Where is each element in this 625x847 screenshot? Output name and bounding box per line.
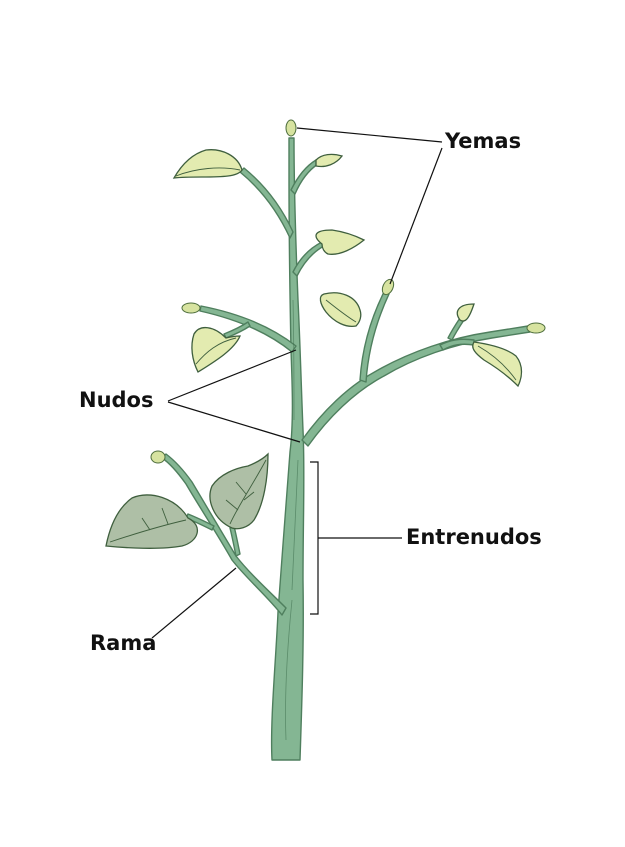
- leaf-right-upper: [319, 292, 362, 328]
- lower-leaf-group: [105, 452, 269, 549]
- left-bud-branch: [199, 305, 297, 353]
- stem-shading: [285, 299, 299, 741]
- internode-bracket: [310, 461, 319, 615]
- leaf-right-large: [472, 341, 523, 388]
- leaf-right-small: [456, 303, 475, 322]
- stem-group: [161, 137, 531, 761]
- rama-leader: [151, 567, 237, 639]
- yemas-leader-top: [296, 127, 443, 143]
- leader-lines: [151, 127, 443, 639]
- leaf-top-right: [315, 153, 344, 168]
- label-yemas: Yemas: [445, 129, 522, 153]
- leaf-mid-right: [315, 229, 366, 255]
- left-leaf-twig: [223, 321, 251, 339]
- label-entrenudos: Entrenudos: [406, 525, 542, 549]
- right-end-bud: [526, 322, 546, 334]
- nudos-leader-upper: [167, 349, 297, 402]
- yemas-leader-right: [389, 147, 443, 285]
- left-bud: [181, 302, 201, 314]
- nudos-leader-lower: [167, 401, 301, 443]
- leaf-veins: [109, 167, 517, 543]
- label-rama: Rama: [90, 631, 157, 655]
- lower-bud: [150, 450, 166, 464]
- label-nudos: Nudos: [79, 388, 154, 412]
- leaf-left-middle: [191, 327, 241, 373]
- lower-leaf-petiole: [185, 513, 215, 531]
- leaf-lower-heart: [209, 452, 269, 530]
- leaf-group: [172, 149, 523, 388]
- bud-group: [150, 119, 546, 464]
- upper-left-branch: [239, 167, 294, 239]
- leaf-lower-large-left: [105, 494, 198, 549]
- top-bud: [285, 119, 297, 137]
